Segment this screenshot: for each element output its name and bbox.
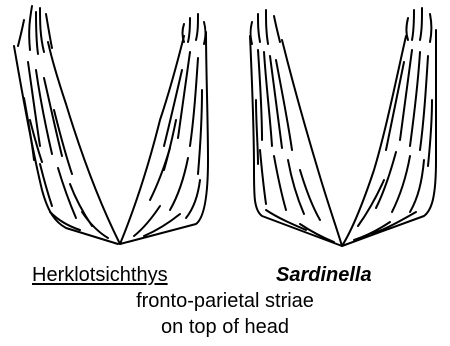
caption-line-2: on top of head: [0, 314, 450, 340]
herklotsichthys-striae-drawing: [14, 6, 208, 244]
sardinella-label: Sardinella: [276, 264, 372, 286]
herklotsichthys-label: Herklotsichthys: [32, 264, 168, 286]
sardinella-striae-drawing: [250, 8, 436, 246]
figure-caption: fronto-parietal striae on top of head: [0, 288, 450, 340]
caption-line-1: fronto-parietal striae: [0, 288, 450, 314]
